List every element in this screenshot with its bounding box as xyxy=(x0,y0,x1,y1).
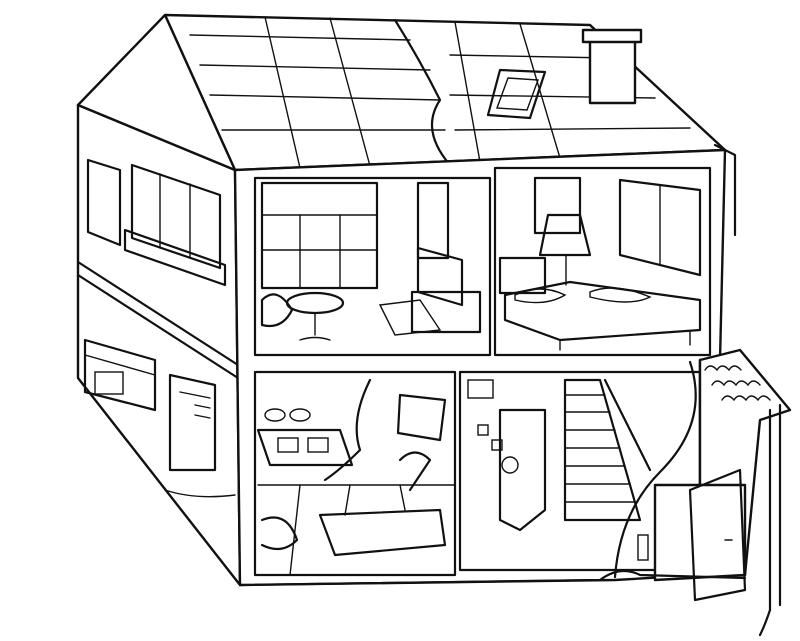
living-room xyxy=(253,176,492,357)
front-door xyxy=(637,468,747,602)
annex-roof-tiles xyxy=(704,365,771,402)
staircase xyxy=(563,378,652,522)
left-upper-window xyxy=(86,158,227,287)
ground-line xyxy=(238,569,747,587)
roof-skylight xyxy=(486,68,547,120)
bedroom xyxy=(493,166,712,357)
roof xyxy=(76,13,727,172)
chimney xyxy=(581,28,643,105)
hallway-stairs xyxy=(458,360,702,579)
gutter xyxy=(713,143,737,237)
left-kitchen xyxy=(83,338,236,498)
bathroom xyxy=(253,370,457,577)
